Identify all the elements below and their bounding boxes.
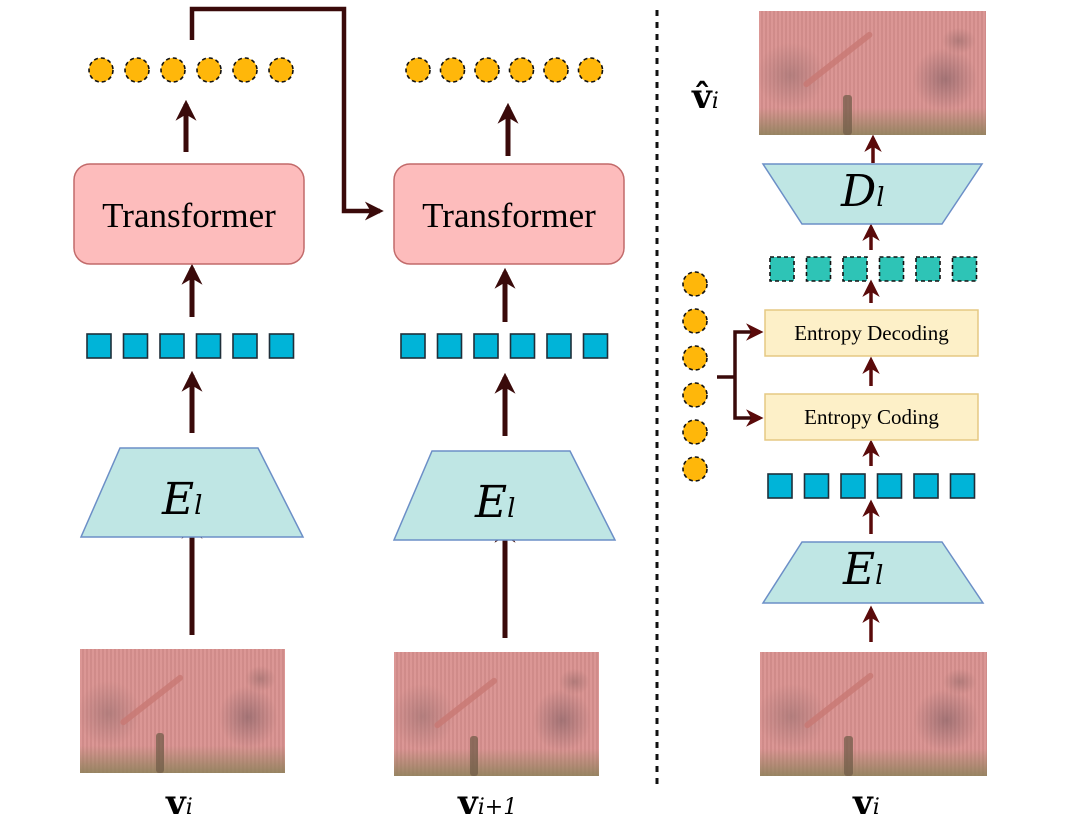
codec-input-caption: vi — [853, 786, 880, 820]
encoder-label: El — [475, 481, 515, 525]
encoder-label: El — [843, 548, 883, 592]
encoder-label: El — [162, 478, 202, 522]
context-token — [682, 308, 708, 334]
latent-token — [582, 333, 609, 359]
left-column-frame-i — [73, 57, 305, 635]
quantized-token — [842, 256, 868, 282]
decoder-trapezoid — [761, 163, 984, 225]
context-token — [577, 57, 604, 83]
arrow-prior-to-coding — [733, 377, 764, 427]
left-column-frame-i-plus-1 — [392, 57, 625, 638]
latent-token — [509, 333, 536, 359]
input-frame-caption: vi — [166, 786, 193, 820]
latent-tokens — [767, 473, 976, 499]
latent-token — [803, 473, 830, 499]
latent-token — [436, 333, 463, 359]
quantized-token — [769, 256, 795, 282]
transformer-label: Transformer — [422, 196, 596, 235]
entropy-decoding-label: Entropy Decoding — [794, 321, 949, 345]
transformer-box — [393, 163, 625, 265]
caption-subscript: i — [711, 89, 719, 114]
transformer-box — [73, 163, 305, 265]
context-token — [232, 57, 258, 83]
context-token — [439, 57, 466, 83]
latent-token — [767, 473, 793, 499]
entropy-coding-label: Entropy Coding — [804, 405, 939, 429]
encoder-trapezoid — [392, 450, 617, 541]
context-token — [196, 57, 222, 83]
encoder-subscript: l — [194, 491, 203, 521]
latent-token — [232, 333, 258, 359]
caption-subscript: i — [872, 795, 880, 820]
context-token — [268, 57, 294, 83]
output-tokens — [405, 57, 604, 83]
encoder-symbol: E — [162, 474, 195, 525]
context-token — [682, 271, 708, 297]
context-token — [508, 57, 535, 83]
quantized-token — [805, 256, 832, 282]
quantized-token — [878, 256, 905, 282]
decoder-symbol: D — [841, 166, 877, 217]
caption-subscript: i — [185, 795, 193, 820]
context-token — [682, 382, 708, 408]
latent-token — [122, 333, 149, 359]
encoder-symbol: E — [843, 544, 876, 595]
caption-symbol: v — [853, 783, 873, 823]
context-token — [543, 57, 569, 83]
latent-token — [840, 473, 866, 499]
context-token — [160, 57, 186, 83]
context-token — [474, 57, 500, 83]
latent-token — [949, 473, 976, 499]
latent-token — [913, 473, 939, 499]
next-frame-image — [394, 652, 599, 776]
context-token — [682, 345, 708, 371]
encoder-symbol: E — [475, 477, 508, 528]
latent-token — [159, 333, 185, 359]
encoder-subscript: l — [875, 561, 884, 591]
caption-symbol: v — [458, 783, 478, 823]
right-panel-codec — [682, 134, 985, 642]
codec-input-frame-image — [760, 652, 987, 776]
encoder-subscript: l — [507, 494, 516, 524]
arrow-prior-to-decoding — [733, 323, 764, 377]
next-frame-caption: vi+1 — [458, 786, 517, 820]
latent-token — [400, 333, 426, 359]
latent-tokens — [86, 333, 295, 359]
quantized-token — [915, 256, 941, 282]
decoded-tokens — [769, 256, 978, 282]
context-token — [405, 57, 431, 83]
context-token — [88, 57, 114, 83]
reconstructed-frame-image — [759, 11, 986, 135]
input-frame-image — [80, 649, 285, 773]
encoder-trapezoid — [79, 447, 305, 538]
latent-token — [876, 473, 903, 499]
caption-subscript: i+1 — [477, 795, 518, 820]
latent-token — [268, 333, 295, 359]
latent-token — [546, 333, 572, 359]
entropy-coding-box — [764, 393, 979, 441]
context-token — [682, 419, 708, 445]
arrow-context-to-next-transformer — [189, 6, 384, 221]
caption-symbol: v̂ — [692, 77, 712, 117]
caption-symbol: v — [166, 783, 186, 823]
reconstructed-frame-caption: v̂i — [692, 80, 719, 114]
context-token — [124, 57, 150, 83]
context-token — [682, 456, 708, 482]
prior-tokens — [682, 271, 708, 482]
encoder-trapezoid — [761, 541, 985, 604]
latent-tokens — [400, 333, 609, 359]
decoder-subscript: l — [876, 183, 885, 213]
quantized-token — [951, 256, 978, 282]
transformer-label: Transformer — [102, 196, 276, 235]
latent-token — [195, 333, 222, 359]
latent-token — [473, 333, 499, 359]
latent-token — [86, 333, 112, 359]
decoder-label: Dl — [841, 170, 885, 214]
entropy-decoding-box — [764, 309, 979, 357]
output-tokens — [88, 57, 294, 83]
